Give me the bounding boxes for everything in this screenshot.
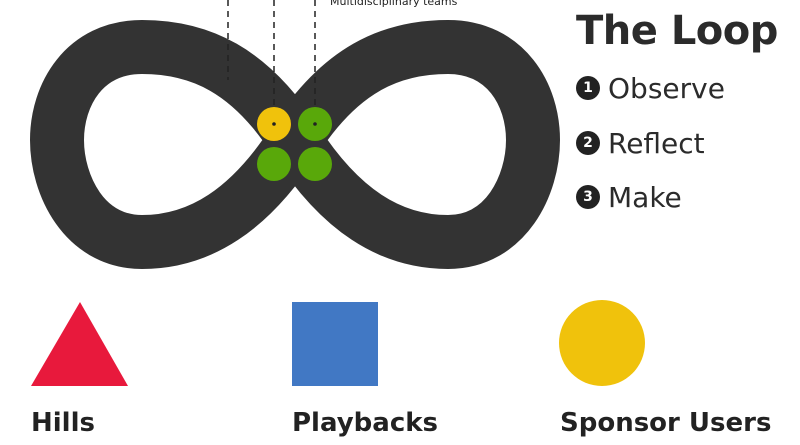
- dot-green-3: [298, 147, 332, 181]
- hills-triangle: [31, 302, 128, 386]
- playbacks-square: [292, 302, 378, 386]
- step-number-icon: 1: [576, 76, 600, 100]
- loop-title: The Loop: [576, 8, 778, 54]
- sponsor-users-circle: [559, 300, 645, 386]
- step-make: 3 Make: [576, 180, 682, 214]
- step-observe: 1 Observe: [576, 71, 725, 105]
- dot-green-2: [257, 147, 291, 181]
- step-number-icon: 3: [576, 185, 600, 209]
- playbacks-label: Playbacks: [292, 408, 438, 438]
- step-reflect: 2 Reflect: [576, 126, 705, 160]
- step-label: Reflect: [608, 126, 705, 160]
- sponsor-users-label: Sponsor Users: [560, 408, 772, 438]
- infinity-loop: [30, 20, 560, 269]
- step-number-icon: 2: [576, 131, 600, 155]
- step-label: Make: [608, 180, 682, 214]
- hills-label: Hills: [31, 408, 95, 438]
- multidisciplinary-teams-label: Multidisciplinary teams: [330, 0, 458, 8]
- step-label: Observe: [608, 71, 725, 105]
- dash-endpoint-1: [272, 122, 276, 126]
- dash-endpoint-2: [313, 122, 317, 126]
